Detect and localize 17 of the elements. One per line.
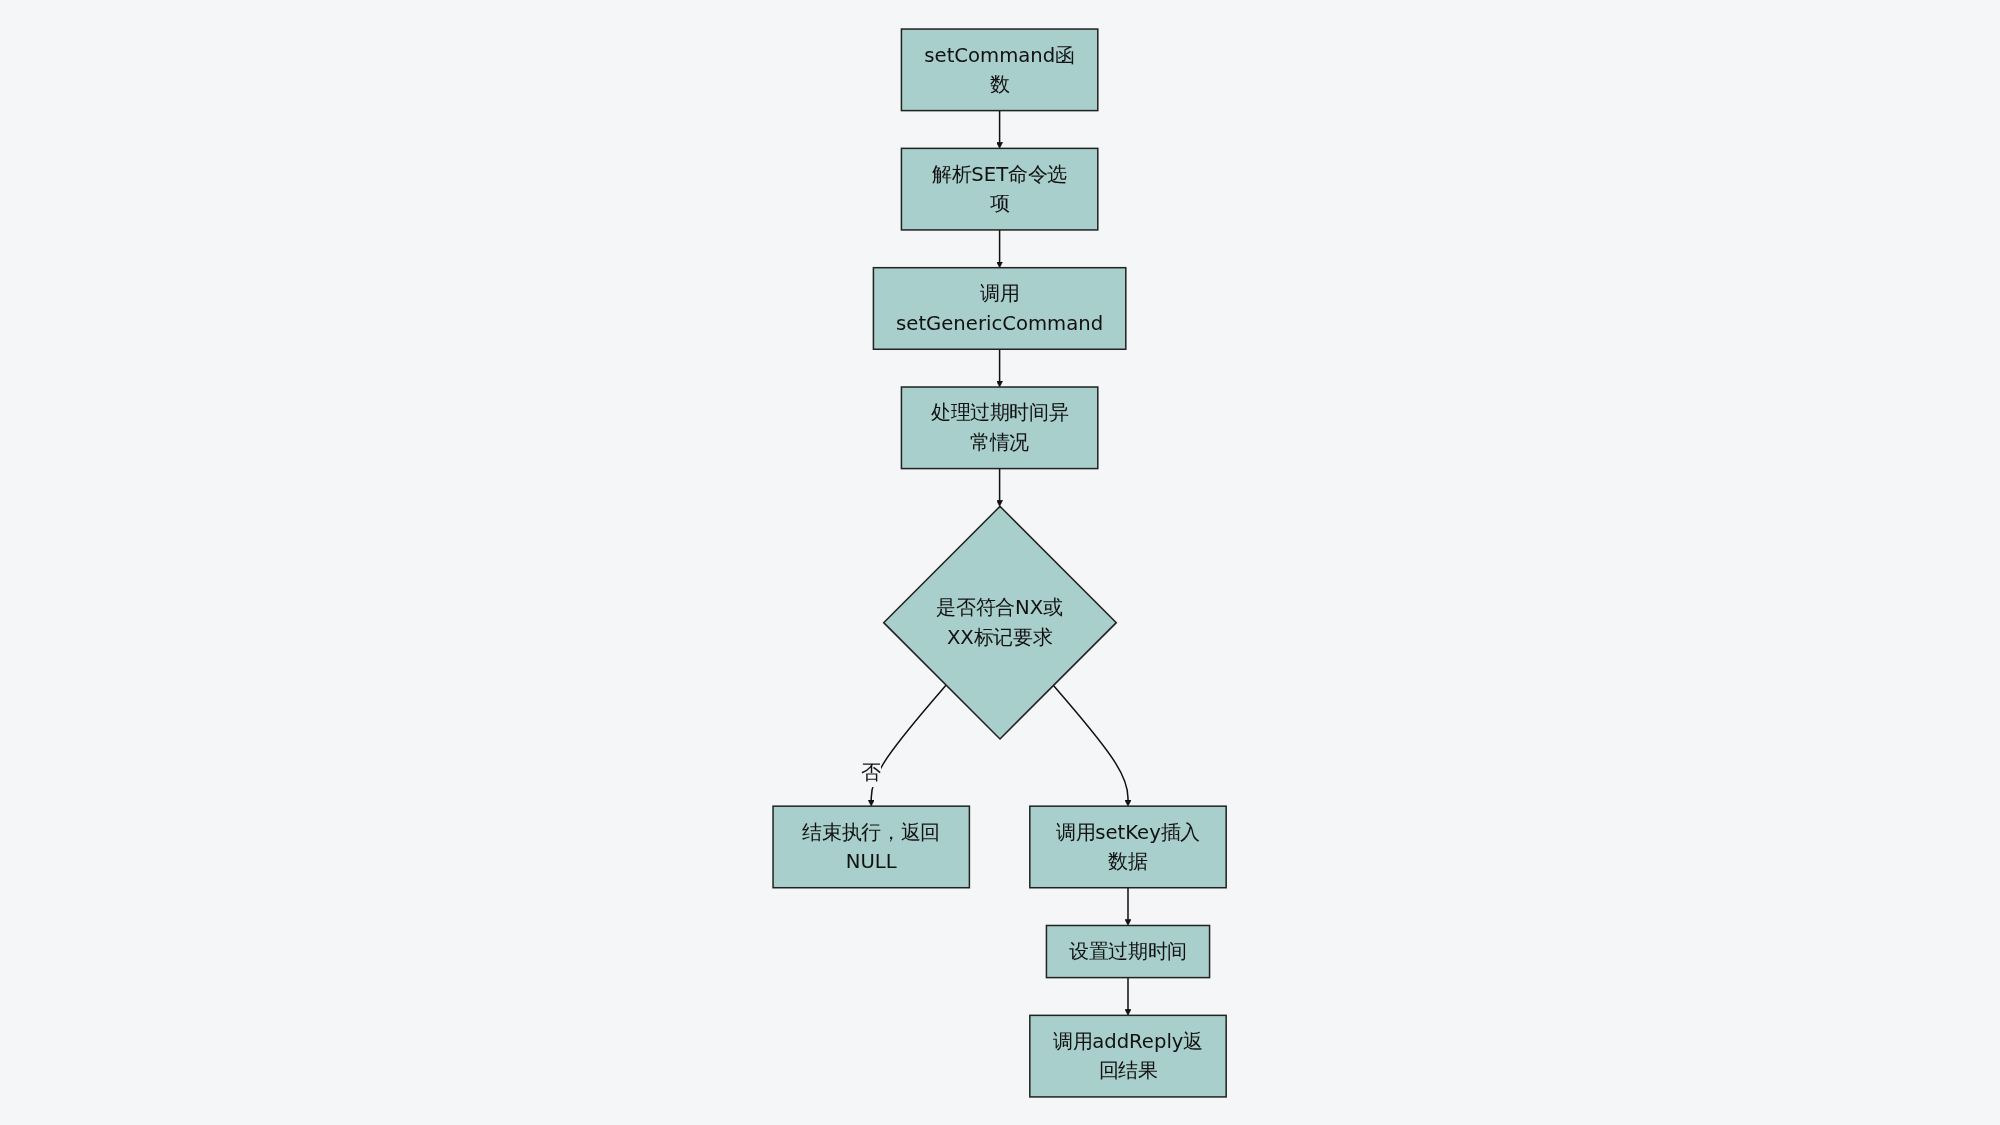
arrow (1125, 976, 1132, 1016)
arrow (996, 348, 1004, 387)
node-box: 解析SET命令选项 (901, 147, 1099, 231)
node-box: setCommand函数 (901, 27, 1099, 111)
node-box: 调用setGenericCommand (873, 266, 1127, 350)
edge-label: 否 (861, 760, 882, 784)
node-box: 结束执行，返回NULL (772, 804, 971, 888)
arrow (996, 467, 1004, 507)
node-box: 调用addReply返回结果 (1029, 1014, 1228, 1098)
node-diamond: 是否符合NX或XX标记要求 (883, 504, 1118, 740)
arrow (1125, 886, 1132, 926)
node-box: 处理过期时间异常情况 (901, 385, 1099, 469)
node-box: 调用setKey插入数据 (1029, 804, 1228, 888)
arrow (996, 228, 1004, 268)
arrow (996, 109, 1004, 149)
node-box: 设置过期时间 (1046, 924, 1211, 978)
arrow (1052, 684, 1132, 806)
